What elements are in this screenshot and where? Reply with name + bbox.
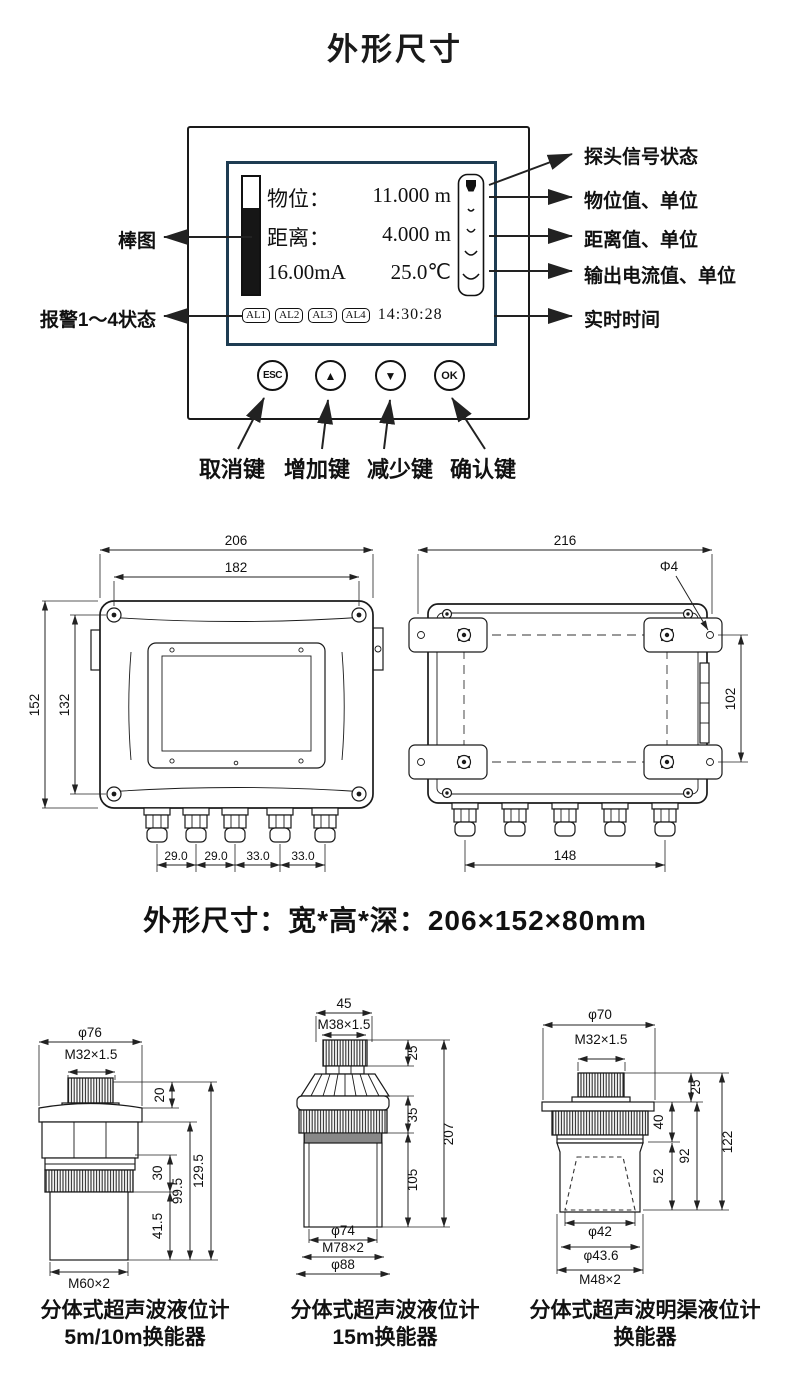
up-key: ▲ [315, 360, 346, 391]
level-value: 11.000 m [372, 183, 451, 207]
dim-gland-1: 29.0 [164, 849, 188, 863]
t3-bottom-thread: M48×2 [579, 1272, 621, 1287]
dim-gland-2: 29.0 [204, 849, 228, 863]
display-level-line: 物位： 11.000 m [267, 183, 451, 213]
transducer-drawings: φ76 M32×1.5 20 30 41.5 99.5 129.5 M60×2 [38, 996, 735, 1291]
dim-rear-height: 102 [723, 688, 738, 711]
transducer-5m10m: φ76 M32×1.5 20 30 41.5 99.5 129.5 M60×2 [38, 1025, 218, 1291]
caption-line: 分体式超声波明渠液位计 [529, 1299, 761, 1322]
page-title: 外形尺寸 [327, 32, 463, 67]
t3-skirt-dia: φ43.6 [583, 1248, 618, 1263]
t2-top-thread: M38×1.5 [318, 1017, 371, 1032]
cancel-key-label: 取消键 [198, 457, 265, 482]
display-distance-line: 距离： 4.000 m [267, 222, 451, 252]
caption-line: 换能器 [613, 1326, 677, 1349]
enclosure-drawings: 206 182 152 132 29.0 29.0 33.0 33.0 [27, 533, 748, 872]
caption-line: 15m换能器 [332, 1326, 438, 1349]
callout-output-current: 输出电流值、单位 [584, 266, 737, 287]
dimension-summary: 外形尺寸：宽*高*深：206×152×80mm [143, 905, 647, 936]
t1-total-h: 129.5 [191, 1154, 206, 1188]
distance-label: 距离： [267, 226, 330, 250]
dim-rear-gland-span: 148 [554, 848, 577, 863]
callout-level-value: 物位值、单位 [584, 191, 699, 212]
t1-cap-h: 20 [152, 1087, 167, 1102]
t2-bottom-thread: M78×2 [322, 1240, 364, 1255]
t3-ring-h: 40 [651, 1114, 666, 1129]
alarm-badge: AL1 [242, 307, 271, 323]
alarm-badge: AL3 [308, 307, 337, 323]
mounting-brackets [408, 617, 723, 780]
dim-front-width-outer: 206 [225, 533, 248, 548]
cable-glands-front [143, 807, 339, 843]
transducer-open-channel: φ70 M32×1.5 25 40 52 92 122 φ42 φ43.6 [541, 1007, 735, 1287]
alarm-badge: AL4 [341, 307, 370, 323]
corner-screws [106, 607, 367, 802]
up-arrow-icon: ▲ [324, 368, 337, 383]
t1-ring-h: 30 [150, 1165, 165, 1180]
ok-key: OK [434, 360, 465, 391]
t2-inner-dia: φ74 [331, 1223, 355, 1238]
esc-key-label: ESC [262, 370, 283, 381]
t2-body-h: 105 [405, 1169, 420, 1192]
t2-mid-h: 35 [405, 1107, 420, 1122]
lcd-display: 物位： 11.000 m 距离： 4.000 m 16.00mA 25.0℃ [226, 161, 497, 346]
transducer-3-caption: 分体式超声波明渠液位计 换能器 [510, 1297, 780, 1351]
t3-horn-dia: φ42 [588, 1224, 612, 1239]
t3-total-h: 122 [720, 1131, 735, 1154]
callout-alarm-status: 报警1～4状态 [39, 310, 156, 331]
caption-line: 分体式超声波液位计 [290, 1299, 480, 1322]
dim-rear-width: 216 [554, 533, 577, 548]
probe-signal-icon [457, 173, 485, 297]
level-label: 物位： [267, 187, 330, 211]
transducer-15m: 45 M38×1.5 25 35 105 207 φ74 M78×2 φ88 [295, 996, 456, 1278]
callout-probe-status: 探头信号状态 [584, 147, 699, 168]
temperature-value: 25.0℃ [390, 260, 451, 284]
t2-top-w: 45 [336, 996, 351, 1011]
controller-front-panel: 物位： 11.000 m 距离： 4.000 m 16.00mA 25.0℃ [187, 126, 530, 420]
transducer-1-caption: 分体式超声波液位计 5m/10m换能器 [15, 1297, 255, 1351]
dim-gland-3: 33.0 [246, 849, 270, 863]
distance-value: 4.000 m [382, 222, 451, 246]
enclosure-rear-view: 216 Φ4 102 148 [408, 533, 748, 872]
esc-key: ESC [257, 360, 288, 391]
t2-outer-dia: φ88 [331, 1257, 355, 1272]
t1-bottom-thread: M60×2 [68, 1276, 110, 1291]
dim-rear-hole: Φ4 [660, 559, 679, 574]
enclosure-front-view: 206 182 152 132 29.0 29.0 33.0 33.0 [27, 533, 384, 872]
display-output-line: 16.00mA 25.0℃ [267, 260, 451, 285]
callout-bar-graph: 棒图 [117, 231, 156, 252]
alarm-badge: AL2 [275, 307, 304, 323]
current-value: 16.00mA [267, 260, 346, 284]
increase-key-label: 增加键 [283, 457, 350, 482]
dim-front-height-outer: 152 [27, 694, 42, 717]
realtime-clock: 14:30:28 [377, 306, 443, 323]
t2-total-h: 207 [441, 1123, 456, 1146]
caption-line: 5m/10m换能器 [64, 1326, 206, 1349]
callout-distance-value: 距离值、单位 [584, 230, 699, 251]
t1-lower-h: 99.5 [170, 1178, 185, 1204]
transducer-2-caption: 分体式超声波液位计 15m换能器 [270, 1297, 500, 1351]
callout-realtime: 实时时间 [584, 310, 661, 331]
caption-line: 分体式超声波液位计 [40, 1299, 230, 1322]
decrease-key-label: 减少键 [366, 457, 433, 482]
t3-cap-h: 25 [688, 1079, 703, 1094]
t3-lower-h: 92 [677, 1148, 692, 1163]
t2-cap-h: 25 [405, 1045, 420, 1060]
t3-horn-h: 52 [651, 1168, 666, 1183]
down-key: ▼ [375, 360, 406, 391]
t1-top-thread: M32×1.5 [65, 1047, 118, 1062]
t1-tip-h: 41.5 [150, 1213, 165, 1239]
down-arrow-icon: ▼ [384, 368, 397, 383]
dim-front-height-inner: 132 [57, 694, 72, 717]
t3-flange-dia: φ70 [588, 1007, 612, 1022]
confirm-key-label: 确认键 [449, 457, 516, 482]
bar-graph [241, 175, 261, 296]
alarm-status-row: AL1 AL2 AL3 AL4 14:30:28 [242, 306, 443, 324]
cable-glands-rear [451, 802, 679, 837]
dim-front-width-inner: 182 [225, 560, 248, 575]
ok-key-label: OK [441, 369, 458, 382]
dim-gland-4: 33.0 [291, 849, 315, 863]
t3-top-thread: M32×1.5 [575, 1032, 628, 1047]
t1-flange-dia: φ76 [78, 1025, 102, 1040]
